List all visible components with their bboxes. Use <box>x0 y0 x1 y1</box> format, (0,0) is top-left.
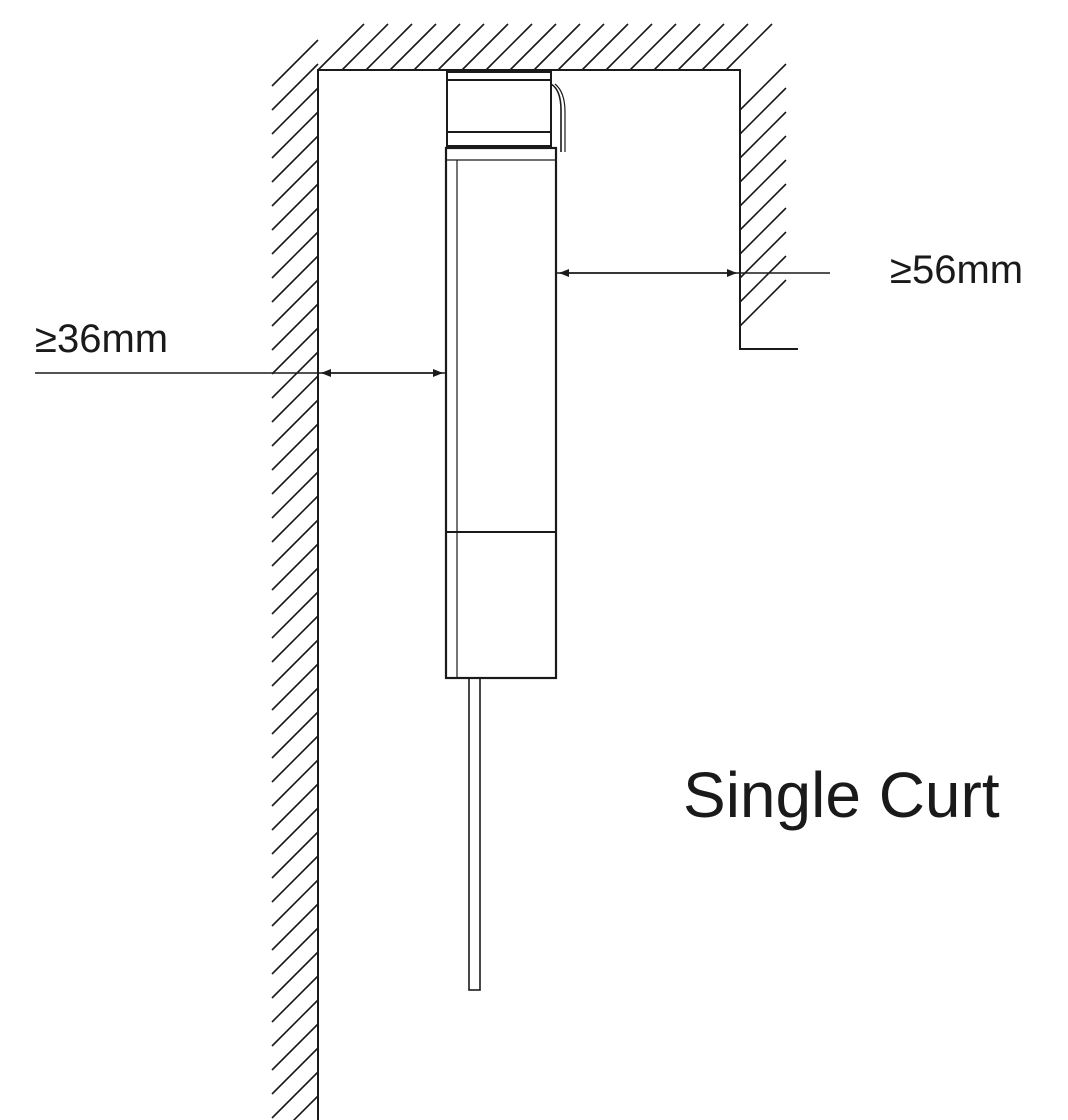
hatch-line <box>271 567 319 615</box>
hatch-line <box>271 1023 319 1071</box>
hatch-line <box>271 639 319 687</box>
hatch-line <box>271 927 319 975</box>
curtain-wand <box>468 677 481 991</box>
left-wall-hatch <box>271 39 319 1120</box>
hatch-line <box>557 23 605 71</box>
hatch-line <box>271 759 319 807</box>
diagram-caption: Single Curt <box>683 759 1000 831</box>
hatch-line <box>271 879 319 927</box>
hatch-line <box>271 63 319 111</box>
ceiling-hatch <box>317 23 773 71</box>
hatch-line <box>739 231 787 279</box>
right-clearance-label: ≥56mm <box>890 248 1024 292</box>
hatch-line <box>365 23 413 71</box>
hatch-line <box>533 23 581 71</box>
hatch-line <box>271 423 319 471</box>
hatch-line <box>271 687 319 735</box>
hatch-line <box>413 23 461 71</box>
hatch-line <box>629 23 677 71</box>
hatch-line <box>509 23 557 71</box>
hatch-line <box>271 663 319 711</box>
hatch-line <box>271 327 319 375</box>
hatch-line <box>271 855 319 903</box>
hatch-line <box>725 23 773 71</box>
hatch-line <box>271 807 319 855</box>
hatch-line <box>739 63 787 111</box>
hatch-line <box>271 1071 319 1119</box>
hatch-line <box>271 951 319 999</box>
hatch-line <box>271 111 319 159</box>
hatch-line <box>739 207 787 255</box>
motor-head <box>446 71 566 152</box>
hatch-line <box>271 87 319 135</box>
hatch-line <box>271 903 319 951</box>
hatch-line <box>739 159 787 207</box>
hatch-line <box>485 23 533 71</box>
right-wall-hatch <box>739 63 787 327</box>
hatch-line <box>271 303 319 351</box>
hatch-line <box>739 111 787 159</box>
hatch-line <box>271 447 319 495</box>
hatch-line <box>739 87 787 135</box>
hatch-line <box>271 399 319 447</box>
hatch-line <box>317 23 365 71</box>
hatch-line <box>739 255 787 303</box>
hatch-line <box>271 1047 319 1095</box>
hatch-line <box>271 831 319 879</box>
hatch-line <box>739 135 787 183</box>
hatch-line <box>271 183 319 231</box>
hatch-line <box>739 279 787 327</box>
hatch-line <box>271 975 319 1023</box>
hatch-line <box>271 543 319 591</box>
hatch-line <box>701 23 749 71</box>
hatch-line <box>292 1095 319 1120</box>
hatch-line <box>677 23 725 71</box>
hatch-line <box>739 183 787 231</box>
hatch-line <box>437 23 485 71</box>
hatch-line <box>271 495 319 543</box>
hatch-line <box>271 999 319 1047</box>
hatch-line <box>461 23 509 71</box>
hatch-line <box>581 23 629 71</box>
hatch-line <box>271 255 319 303</box>
hatch-line <box>271 279 319 327</box>
hatch-line <box>271 39 319 87</box>
hatch-line <box>271 519 319 567</box>
hatch-line <box>271 591 319 639</box>
motor-body <box>444 146 558 680</box>
hatch-line <box>271 375 319 423</box>
hatch-line <box>271 207 319 255</box>
hatch-line <box>271 735 319 783</box>
hatch-line <box>271 231 319 279</box>
left-clearance-label: ≥36mm <box>35 317 169 361</box>
wall-outline <box>317 69 798 1120</box>
hatch-line <box>271 471 319 519</box>
hatch-line <box>653 23 701 71</box>
hatch-line <box>271 135 319 183</box>
hatch-line <box>341 23 389 71</box>
hatch-line <box>271 711 319 759</box>
hatch-line <box>271 783 319 831</box>
hatch-line <box>605 23 653 71</box>
hatch-line <box>271 159 319 207</box>
hatch-line <box>389 23 437 71</box>
hatch-line <box>271 351 319 399</box>
hatch-line <box>271 615 319 663</box>
